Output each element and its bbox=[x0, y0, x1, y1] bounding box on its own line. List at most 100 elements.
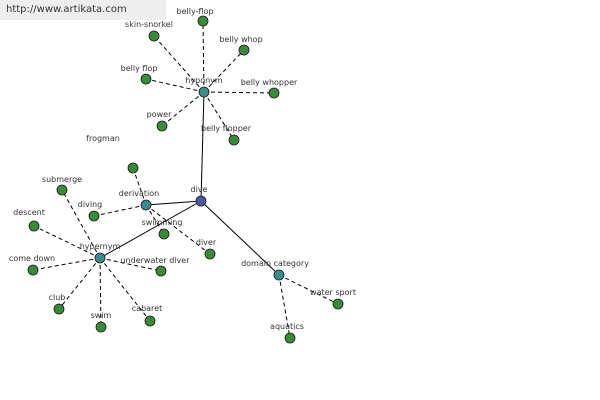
leaf-node-dot[interactable] bbox=[56, 184, 68, 196]
leaf-node-dot[interactable] bbox=[140, 73, 152, 85]
edge-hypernym-descent bbox=[33, 225, 101, 259]
leaf-node-diving[interactable]: diving bbox=[78, 200, 102, 222]
relation-node-label: derivation bbox=[119, 189, 159, 198]
leaf-node-label: diving bbox=[78, 200, 102, 209]
relation-node-domain[interactable]: domain category bbox=[241, 259, 309, 281]
edges bbox=[32, 20, 339, 339]
leaf-node-dot[interactable] bbox=[148, 30, 160, 42]
leaf-node-come-down[interactable]: come down bbox=[9, 254, 55, 276]
leaf-node-label: belly flop bbox=[121, 64, 158, 73]
leaf-node-belly-whopper[interactable]: belly whopper bbox=[241, 78, 298, 99]
leaf-node-dot[interactable] bbox=[156, 120, 168, 132]
leaf-node-dot[interactable] bbox=[95, 321, 107, 333]
leaf-node-label: frogman bbox=[86, 134, 120, 143]
leaf-node-dot[interactable] bbox=[88, 210, 100, 222]
leaf-node-belly-whop[interactable]: belly whop bbox=[219, 35, 263, 56]
leaf-node-swim[interactable]: swim bbox=[91, 311, 112, 333]
leaf-node-label: belly whop bbox=[219, 35, 262, 44]
leaf-node-dot[interactable] bbox=[238, 44, 250, 56]
leaf-node-dot[interactable] bbox=[28, 220, 40, 232]
leaf-node-label: club bbox=[49, 293, 66, 302]
relation-node-dot[interactable] bbox=[140, 199, 152, 211]
edge-hypernym-come-down bbox=[32, 257, 101, 271]
relation-node-dot[interactable] bbox=[94, 252, 106, 264]
leaf-node-frogman[interactable]: frogman bbox=[86, 134, 139, 174]
leaf-node-club[interactable]: club bbox=[49, 293, 66, 315]
edge-hyponym-power bbox=[161, 91, 205, 127]
relation-node-label: hypernym bbox=[80, 242, 121, 251]
leaf-node-cabaret[interactable]: cabaret bbox=[132, 304, 162, 327]
edge-hypernym-club bbox=[58, 257, 101, 310]
leaf-node-dot[interactable] bbox=[228, 134, 240, 146]
edge-derivation-frogman bbox=[132, 167, 147, 206]
leaf-node-dot[interactable] bbox=[284, 332, 296, 344]
relation-node-dot[interactable] bbox=[273, 269, 285, 281]
relation-node-dot[interactable] bbox=[198, 86, 210, 98]
leaf-node-belly-flop-2[interactable]: belly flop bbox=[121, 64, 158, 85]
leaf-node-submerge[interactable]: submerge bbox=[42, 175, 82, 196]
edge-center-derivation bbox=[145, 200, 202, 206]
nodes: belly-flop skin-snorkel belly whop belly fl… bbox=[9, 7, 356, 344]
leaf-node-swimming[interactable]: swimming bbox=[142, 218, 183, 240]
leaf-node-dot[interactable] bbox=[158, 228, 170, 240]
edge-hypernym-submerge bbox=[61, 189, 101, 259]
relation-node-label: hyponym bbox=[185, 76, 223, 85]
edge-hypernym-underwater-diver bbox=[99, 257, 162, 272]
leaf-node-label: submerge bbox=[42, 175, 82, 184]
leaf-node-label: skin-snorkel bbox=[125, 20, 173, 29]
leaf-node-label: water sport bbox=[310, 288, 356, 297]
leaf-node-descent[interactable]: descent bbox=[13, 208, 45, 232]
url-bar[interactable]: http://www.artikata.com bbox=[0, 0, 166, 20]
leaf-node-dot[interactable] bbox=[27, 264, 39, 276]
leaf-node-dot[interactable] bbox=[53, 303, 65, 315]
edge-hypernym-swim bbox=[99, 257, 102, 328]
edge-center-hypernym bbox=[99, 200, 202, 259]
leaf-node-label: swimming bbox=[142, 218, 183, 227]
leaf-node-aquatics[interactable]: aquatics bbox=[270, 322, 304, 344]
center-node-center[interactable]: dive bbox=[191, 185, 208, 207]
leaf-node-label: belly flopper bbox=[201, 124, 252, 133]
edge-hyponym-belly-whopper bbox=[203, 91, 275, 94]
leaf-node-label: belly-flop bbox=[177, 7, 214, 16]
center-node-label: dive bbox=[191, 185, 208, 194]
edge-domain-water-sport bbox=[278, 274, 339, 305]
leaf-node-label: belly whopper bbox=[241, 78, 298, 87]
relation-node-hypernym[interactable]: hypernym bbox=[80, 242, 121, 264]
leaf-node-underwater-diver[interactable]: underwater diver bbox=[120, 256, 190, 277]
leaf-node-label: underwater diver bbox=[120, 256, 190, 265]
center-node-dot[interactable] bbox=[195, 195, 207, 207]
leaf-node-label: aquatics bbox=[270, 322, 304, 331]
leaf-node-belly-flopper[interactable]: belly flopper bbox=[201, 124, 252, 146]
leaf-node-dot[interactable] bbox=[127, 162, 139, 174]
leaf-node-power[interactable]: power bbox=[147, 110, 172, 132]
leaf-node-dot[interactable] bbox=[268, 87, 280, 99]
relation-node-label: domain category bbox=[241, 259, 309, 268]
leaf-node-water-sport[interactable]: water sport bbox=[310, 288, 356, 310]
leaf-node-dot[interactable] bbox=[197, 15, 209, 27]
leaf-node-diver[interactable]: diver bbox=[196, 238, 217, 260]
leaf-node-dot[interactable] bbox=[144, 315, 156, 327]
leaf-node-skin-snorkel[interactable]: skin-snorkel bbox=[125, 20, 173, 42]
edge-center-domain bbox=[200, 200, 280, 276]
edge-hyponym-belly-flop-1 bbox=[202, 20, 205, 93]
relation-node-derivation[interactable]: derivation bbox=[119, 189, 159, 211]
edge-center-hyponym bbox=[200, 91, 205, 202]
leaf-node-dot[interactable] bbox=[204, 248, 216, 260]
leaf-node-dot[interactable] bbox=[332, 298, 344, 310]
leaf-node-label: descent bbox=[13, 208, 45, 217]
leaf-node-belly-flop-1[interactable]: belly-flop bbox=[177, 7, 214, 27]
relation-node-hyponym[interactable]: hyponym bbox=[185, 76, 223, 98]
url-text: http://www.artikata.com bbox=[6, 4, 127, 15]
leaf-node-label: come down bbox=[9, 254, 55, 263]
edge-domain-aquatics bbox=[278, 274, 291, 339]
edge-hyponym-belly-flop-2 bbox=[145, 78, 205, 93]
edge-hyponym-belly-flopper bbox=[203, 91, 235, 141]
edge-derivation-swimming bbox=[145, 204, 165, 235]
leaf-node-label: swim bbox=[91, 311, 112, 320]
edge-hyponym-skin-snorkel bbox=[153, 35, 205, 93]
leaf-node-label: power bbox=[147, 110, 172, 119]
edge-derivation-diving bbox=[93, 204, 147, 217]
leaf-node-label: diver bbox=[196, 238, 217, 247]
leaf-node-dot[interactable] bbox=[155, 265, 167, 277]
